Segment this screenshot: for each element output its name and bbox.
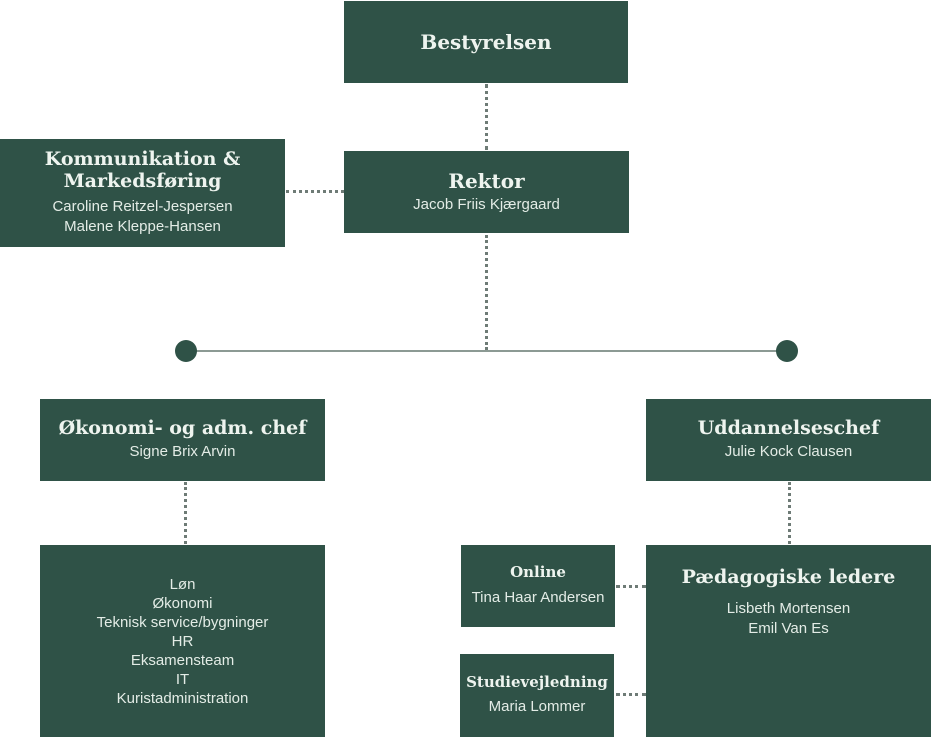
guidance-title: Studievejledning bbox=[466, 672, 608, 691]
finance-unit-item: Økonomi bbox=[152, 594, 213, 612]
communication-rector-connector bbox=[286, 190, 344, 193]
communication-box[interactable]: Kommunikation & Markedsføring Caroline R… bbox=[0, 139, 285, 247]
education-pedagogical-connector bbox=[788, 482, 791, 544]
rector-title: Rektor bbox=[448, 168, 525, 193]
online-person: Tina Haar Andersen bbox=[471, 588, 605, 606]
rector-person: Jacob Friis Kjærgaard bbox=[413, 195, 560, 213]
online-title: Online bbox=[510, 563, 566, 582]
board-rector-connector bbox=[485, 84, 488, 150]
finance-unit-item: Løn bbox=[169, 575, 196, 593]
branch-node-right bbox=[776, 340, 798, 362]
finance-unit-item: HR bbox=[171, 632, 194, 650]
rector-box[interactable]: Rektor Jacob Friis Kjærgaard bbox=[344, 151, 629, 233]
communication-person: Caroline Reitzel-Jespersen bbox=[52, 197, 233, 215]
finance-units-connector bbox=[184, 482, 187, 544]
pedagogical-box[interactable]: Pædagogiske ledere Lisbeth Mortensen Emi… bbox=[646, 545, 931, 737]
branch-line bbox=[186, 350, 788, 352]
guidance-box[interactable]: Studievejledning Maria Lommer bbox=[460, 654, 614, 737]
online-box[interactable]: Online Tina Haar Andersen bbox=[461, 545, 615, 627]
education-title: Uddannelseschef bbox=[697, 417, 880, 440]
finance-box[interactable]: Økonomi- og adm. chef Signe Brix Arvin bbox=[40, 399, 325, 481]
education-person: Julie Kock Clausen bbox=[724, 442, 853, 460]
guidance-pedagogical-connector bbox=[616, 693, 646, 696]
finance-person: Signe Brix Arvin bbox=[129, 442, 236, 460]
communication-title-line-2: Markedsføring bbox=[63, 170, 222, 192]
finance-unit-item: Kuristadministration bbox=[116, 689, 249, 707]
pedagogical-person: Lisbeth Mortensen bbox=[726, 599, 851, 617]
pedagogical-person: Emil Van Es bbox=[748, 619, 829, 637]
branch-node-left bbox=[175, 340, 197, 362]
rector-branch-connector bbox=[485, 235, 488, 350]
guidance-person: Maria Lommer bbox=[488, 698, 586, 716]
education-box[interactable]: Uddannelseschef Julie Kock Clausen bbox=[646, 399, 931, 481]
communication-person: Malene Kleppe-Hansen bbox=[64, 217, 221, 235]
communication-title-line-1: Kommunikation & bbox=[44, 148, 241, 171]
finance-unit-item: Eksamensteam bbox=[130, 651, 235, 669]
pedagogical-title: Pædagogiske ledere bbox=[681, 566, 896, 588]
board-box[interactable]: Bestyrelsen bbox=[344, 1, 628, 83]
online-pedagogical-connector bbox=[616, 585, 646, 588]
finance-unit-item: IT bbox=[175, 670, 190, 688]
finance-unit-item: Teknisk service/bygninger bbox=[96, 613, 269, 631]
finance-units-box[interactable]: Løn Økonomi Teknisk service/bygninger HR… bbox=[40, 545, 325, 737]
finance-title: Økonomi- og adm. chef bbox=[58, 417, 307, 440]
board-title: Bestyrelsen bbox=[420, 29, 552, 54]
